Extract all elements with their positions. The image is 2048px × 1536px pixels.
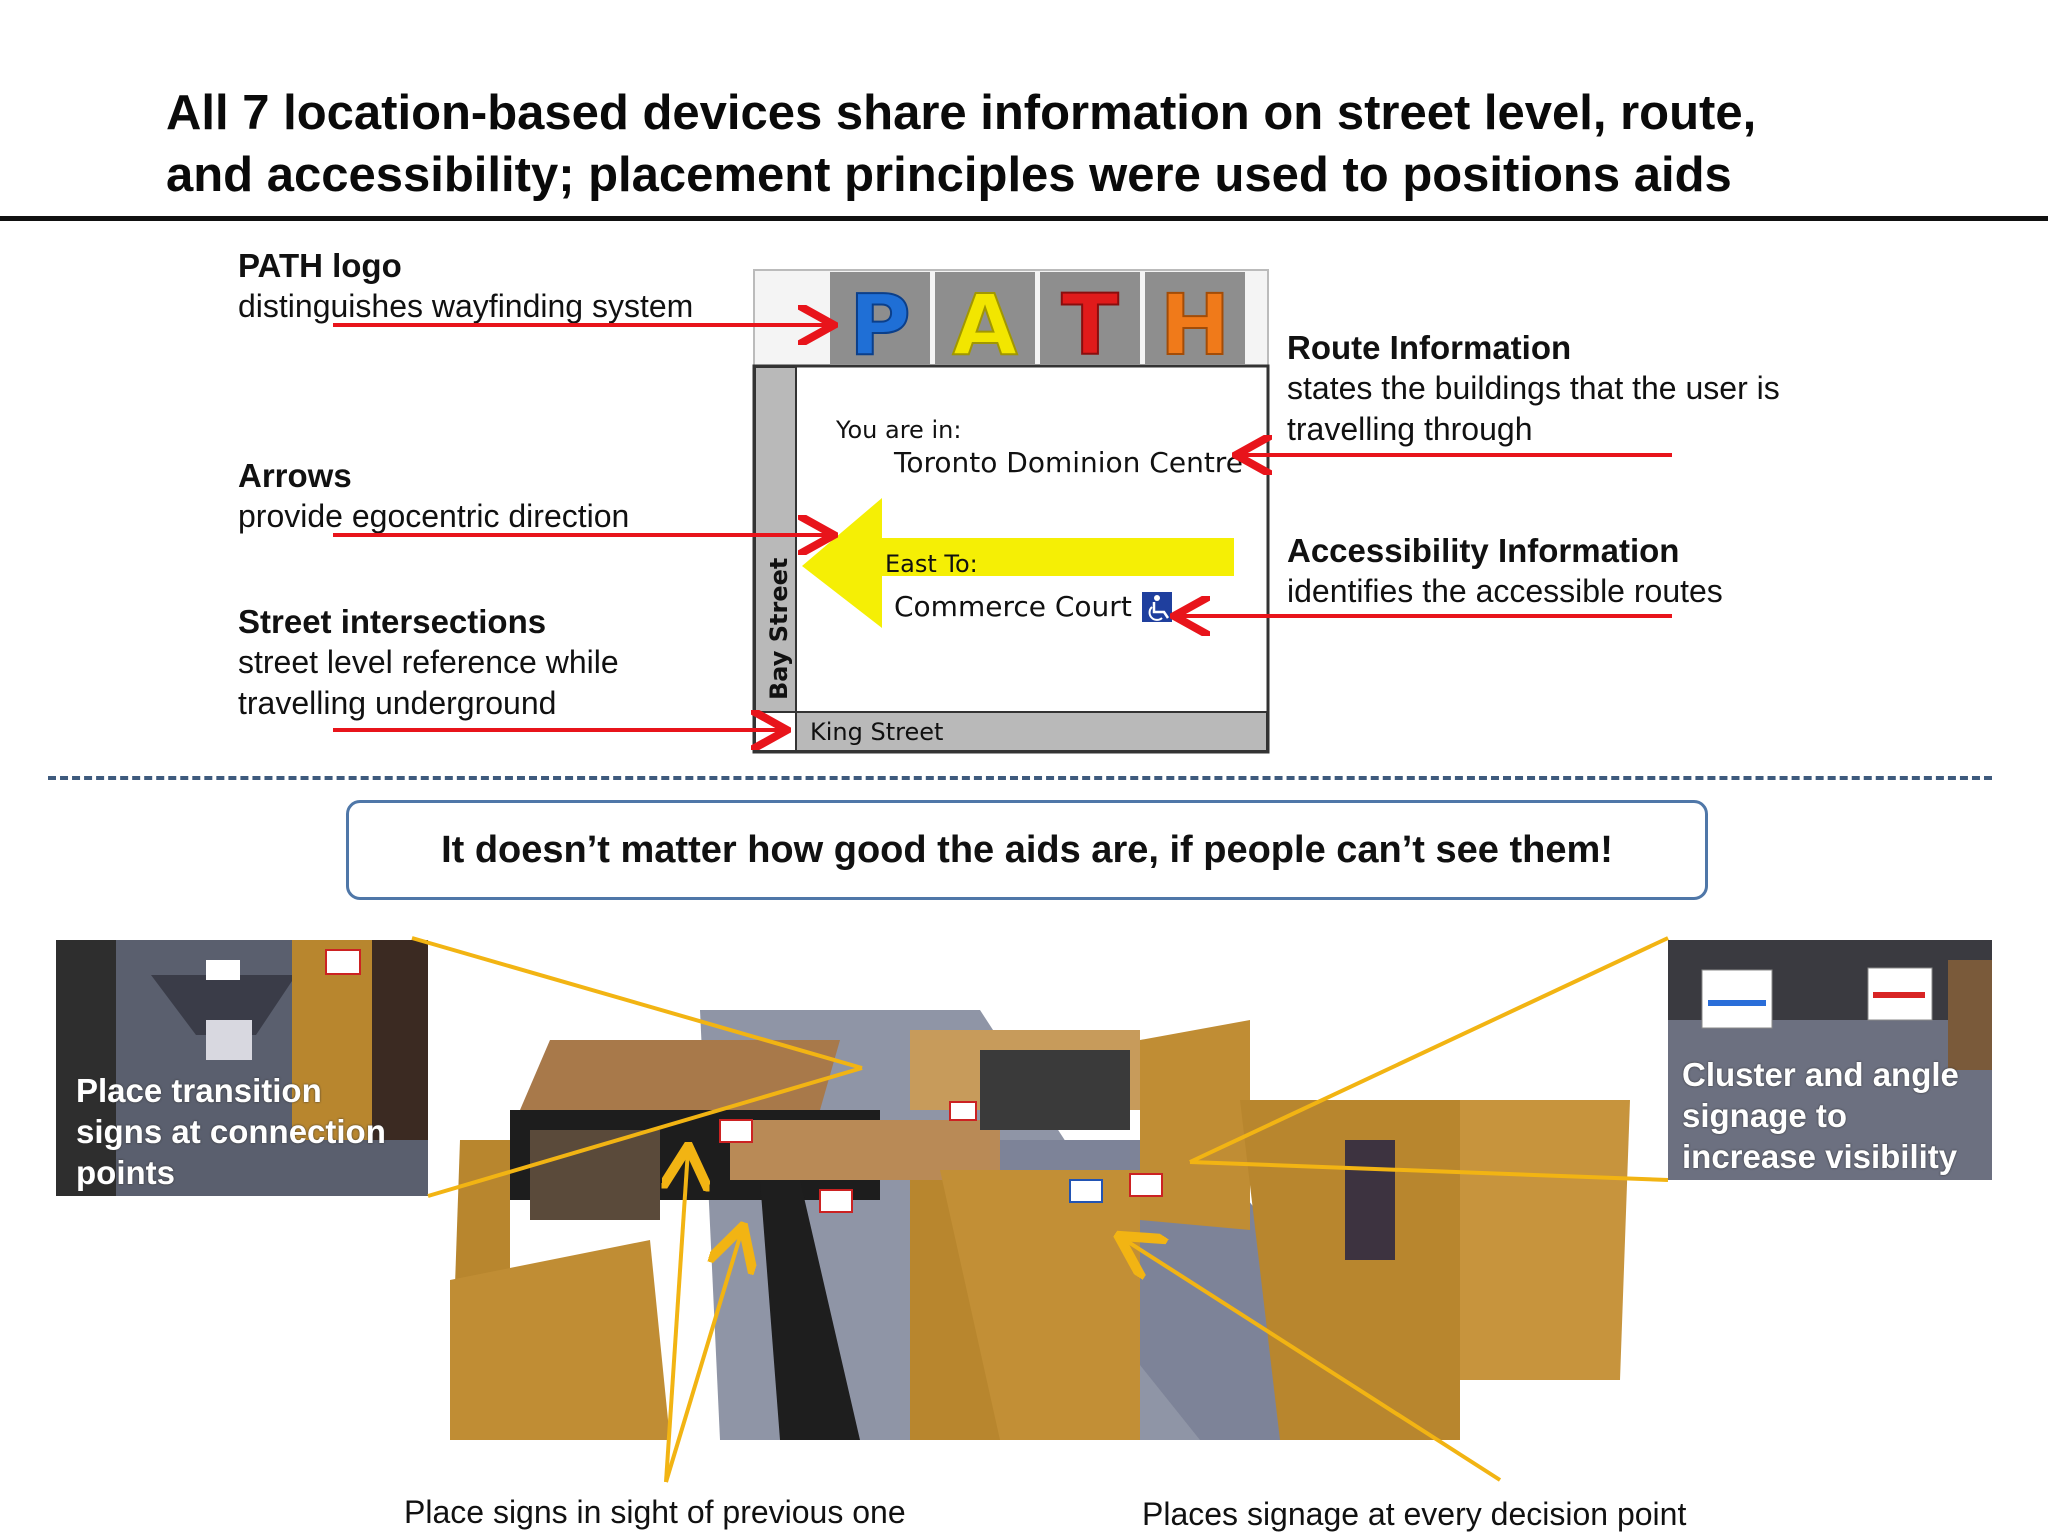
gold-line-transition-bottom bbox=[427, 1066, 863, 1198]
direction-label: East To: bbox=[885, 550, 978, 578]
label-path-logo: PATH logo distinguishes wayfinding syste… bbox=[238, 246, 693, 327]
mall-3d-model bbox=[440, 990, 1640, 1440]
logo-tile-h bbox=[1145, 272, 1245, 364]
you-are-in-label: You are in: bbox=[835, 416, 961, 444]
callout-text: It doesn’t matter how good the aids are,… bbox=[441, 828, 1613, 871]
wall-back-right bbox=[1140, 1020, 1250, 1230]
sign-marker-3 bbox=[1069, 1179, 1103, 1203]
inset-transition-photo: Place transition signs at connection poi… bbox=[56, 940, 428, 1196]
inset-left-caption: Place transition signs at connection poi… bbox=[76, 1070, 386, 1193]
gold-arrow-decision bbox=[1122, 1238, 1502, 1482]
logo-letter-t: T bbox=[1061, 276, 1118, 374]
slide-title-line-2: and accessibility; placement principles … bbox=[166, 148, 1732, 202]
inset-transition-image bbox=[56, 940, 428, 1196]
label-accessibility-heading: Accessibility Information bbox=[1287, 532, 1680, 569]
logo-tile-p bbox=[830, 272, 930, 364]
label-route-information: Route Information states the buildings t… bbox=[1287, 328, 1780, 450]
inset-cluster-photo: Cluster and angle signage to increase vi… bbox=[1668, 940, 1992, 1180]
wall-top-center bbox=[730, 1120, 1000, 1180]
gold-line-cluster-bottom bbox=[1189, 1160, 1669, 1182]
label-route-heading: Route Information bbox=[1287, 329, 1572, 366]
king-street-band bbox=[754, 711, 1268, 752]
logo-tile-a bbox=[935, 272, 1035, 364]
storefront-center bbox=[760, 1180, 860, 1440]
label-arrows-heading: Arrows bbox=[238, 457, 352, 494]
label-arrows: Arrows provide egocentric direction bbox=[238, 456, 629, 537]
wheelchair-icon bbox=[1142, 592, 1172, 622]
red-pointers bbox=[333, 0, 1672, 780]
gold-pointers bbox=[411, 936, 1669, 1483]
logo-letter-p: P bbox=[849, 276, 911, 374]
bay-street-band bbox=[754, 366, 797, 713]
label-route-text-1: states the buildings that the user is bbox=[1287, 370, 1780, 406]
title-divider bbox=[0, 216, 2048, 221]
king-street-label: King Street bbox=[810, 718, 943, 746]
callout-box: It doesn’t matter how good the aids are,… bbox=[346, 800, 1708, 900]
wall-front-left bbox=[450, 1240, 670, 1440]
label-street-heading: Street intersections bbox=[238, 603, 547, 640]
gold-arrow-sight-1 bbox=[666, 1150, 688, 1483]
inset-cluster-image bbox=[1668, 940, 1992, 1180]
label-path-logo-text: distinguishes wayfinding system bbox=[238, 288, 694, 324]
slide-title-line-1: All 7 location-based devices share infor… bbox=[166, 86, 1757, 140]
path-logo: P A T H bbox=[830, 272, 1245, 375]
sign-marker-2 bbox=[719, 1119, 753, 1143]
bay-street-label: Bay Street bbox=[765, 558, 793, 700]
wall-top-left bbox=[520, 1040, 840, 1110]
current-building-text: Toronto Dominion Centre bbox=[893, 446, 1243, 479]
slide-title: All 7 location-based devices share infor… bbox=[166, 82, 1966, 206]
direction-arrow bbox=[802, 498, 1234, 628]
inset-right-caption: Cluster and angle signage to increase vi… bbox=[1682, 1054, 1959, 1177]
inset-right-caption-line-2: signage to bbox=[1682, 1097, 1848, 1134]
gold-line-transition-top bbox=[411, 936, 863, 1070]
gold-line-cluster-top bbox=[1189, 936, 1669, 1164]
wall-front-right bbox=[1240, 1100, 1460, 1440]
label-route-text-2: travelling through bbox=[1287, 411, 1533, 447]
label-accessibility-information: Accessibility Information identifies the… bbox=[1287, 531, 1723, 612]
caption-decision-point: Places signage at every decision point bbox=[1142, 1496, 1687, 1532]
inset-left-caption-line-2: signs at connection bbox=[76, 1113, 386, 1150]
logo-letter-h: H bbox=[1160, 276, 1230, 374]
destination-text: Commerce Court bbox=[894, 590, 1132, 623]
label-accessibility-text: identifies the accessible routes bbox=[1287, 573, 1723, 609]
caption-sight: Place signs in sight of previous one bbox=[404, 1494, 906, 1530]
logo-tile-t bbox=[1040, 272, 1140, 364]
sign-marker-1 bbox=[819, 1189, 853, 1213]
logo-letter-a: A bbox=[952, 276, 1017, 374]
wayfinding-sign: P A T H You are in: Toronto Dominion Cen… bbox=[752, 269, 1270, 754]
wall-center bbox=[940, 1170, 1140, 1440]
shop-back bbox=[980, 1050, 1130, 1130]
inset-right-caption-line-1: Cluster and angle bbox=[1682, 1056, 1959, 1093]
label-street-text-2: travelling underground bbox=[238, 685, 557, 721]
inset-right-caption-line-3: increase visibility bbox=[1682, 1138, 1958, 1175]
wall-far-right bbox=[1460, 1100, 1630, 1380]
sign-marker-4 bbox=[1129, 1173, 1163, 1197]
section-divider bbox=[48, 776, 1992, 780]
inset-left-caption-line-1: Place transition bbox=[76, 1072, 322, 1109]
sign-marker-5 bbox=[949, 1101, 977, 1121]
label-arrows-text: provide egocentric direction bbox=[238, 498, 630, 534]
shop-window-right bbox=[1345, 1140, 1395, 1260]
inset-left-caption-line-3: points bbox=[76, 1154, 175, 1191]
label-street-text-1: street level reference while bbox=[238, 644, 619, 680]
label-street-intersections: Street intersections street level refere… bbox=[238, 602, 619, 724]
label-path-logo-heading: PATH logo bbox=[238, 247, 402, 284]
gold-arrow-sight-2 bbox=[664, 1230, 742, 1483]
